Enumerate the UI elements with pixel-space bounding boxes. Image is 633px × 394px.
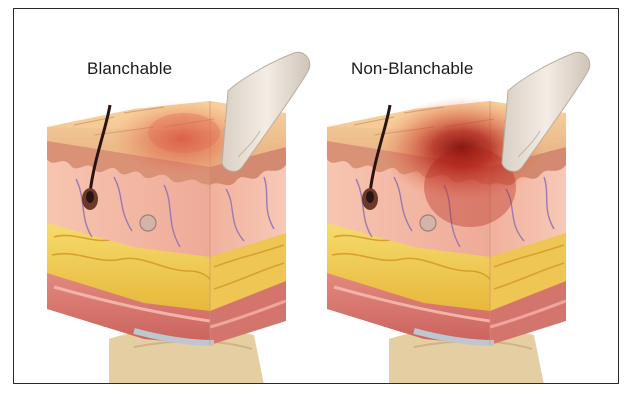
blanchable-label: Blanchable [87, 59, 172, 79]
illustration-frame: Blanchable Non-Blanchable [13, 8, 619, 384]
non-blanchable-label: Non-Blanchable [351, 59, 473, 79]
